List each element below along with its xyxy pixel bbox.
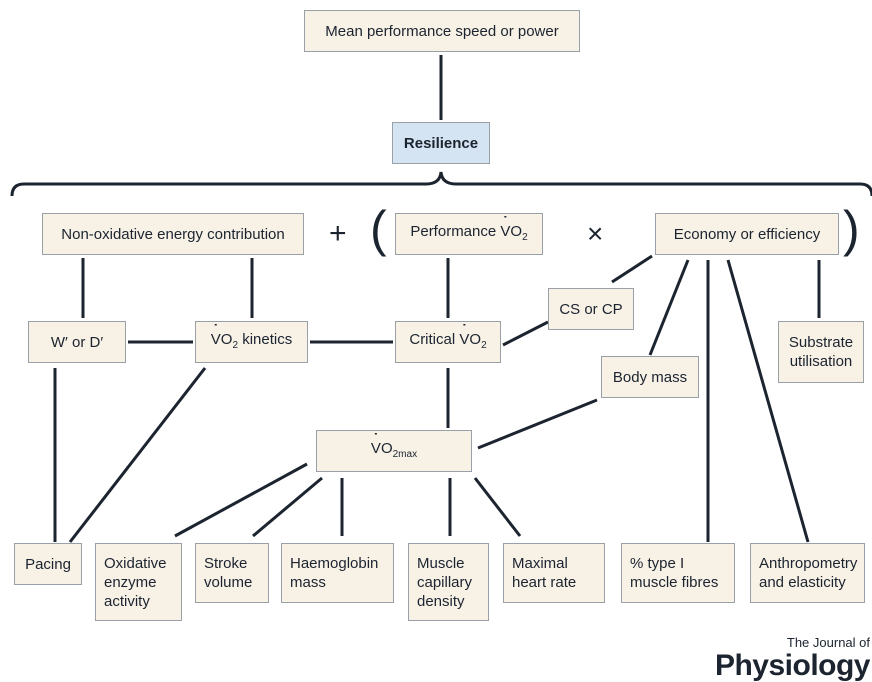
vo2-kinetics-sub: 2 bbox=[232, 339, 239, 351]
node-resilience-label: Resilience bbox=[403, 134, 479, 152]
node-mean-performance: Mean performance speed or power bbox=[304, 10, 580, 52]
node-cs-cp-label: CS or CP bbox=[559, 300, 623, 318]
node-economy-label: Economy or efficiency bbox=[673, 225, 821, 243]
resilience-brace bbox=[10, 171, 872, 197]
journal-logo: The Journal of Physiology bbox=[714, 635, 871, 682]
vo2max-sub: 2max bbox=[392, 448, 418, 460]
node-critical-vo2-label: Critical VO2 bbox=[409, 321, 487, 355]
critical-o: O bbox=[469, 330, 482, 348]
vo2-kinetics-o: O bbox=[220, 330, 233, 348]
performance-vo2-sub: 2 bbox=[522, 231, 528, 243]
node-cs-cp: CS or CP bbox=[548, 288, 634, 330]
critical-prefix: Critical bbox=[409, 330, 460, 348]
node-vo2-kinetics-label: VO2 kinetics bbox=[211, 321, 293, 355]
vo2-kinetics-suffix: kinetics bbox=[238, 330, 293, 348]
node-non-oxidative-label: Non-oxidative energy contribution bbox=[61, 225, 285, 243]
node-performance-vo2: Performance VO2 bbox=[395, 213, 543, 255]
open-paren: ( bbox=[370, 201, 387, 257]
edge-economy-bodymass bbox=[648, 259, 690, 356]
node-type1-fibres-label: % type I muscle fibres bbox=[630, 555, 719, 591]
node-mean-performance-label: Mean performance speed or power bbox=[325, 22, 559, 40]
times-operator: × bbox=[587, 218, 604, 249]
edge-cscp-critical bbox=[502, 320, 549, 347]
edge-vo2max-maxhr bbox=[473, 477, 522, 537]
performance-vo2-v: V bbox=[500, 213, 510, 241]
vo2max-o: O bbox=[380, 439, 393, 457]
node-non-oxidative: Non-oxidative energy contribution bbox=[42, 213, 304, 255]
node-resilience: Resilience bbox=[392, 122, 490, 164]
node-maximal-hr-label: Maximal heart rate bbox=[512, 555, 577, 591]
node-anthropometry-label: Anthropometry and elasticity bbox=[759, 555, 858, 591]
node-economy: Economy or efficiency bbox=[655, 213, 839, 255]
critical-v: V bbox=[459, 321, 469, 349]
edge-economy-cscp bbox=[611, 254, 653, 284]
performance-vo2-o: O bbox=[510, 222, 523, 240]
node-body-mass: Body mass bbox=[601, 356, 699, 398]
critical-sub: 2 bbox=[481, 339, 487, 351]
node-substrate-label: Substrate utilisation bbox=[788, 334, 854, 370]
node-body-mass-label: Body mass bbox=[612, 368, 688, 386]
edge-bodymass-vo2max bbox=[477, 398, 598, 450]
vo2max-v: V bbox=[371, 430, 381, 458]
node-w-prime-label: W′ or D′ bbox=[50, 333, 104, 351]
journal-logo-line2: Physiology bbox=[714, 649, 871, 682]
node-muscle-capillary: Muscle capillary density bbox=[408, 543, 489, 621]
edge-economy-anthropometry bbox=[726, 259, 810, 543]
node-anthropometry: Anthropometry and elasticity bbox=[750, 543, 865, 603]
edge-kinetics-pacing bbox=[68, 367, 207, 543]
journal-logo-line1: The Journal of bbox=[786, 635, 870, 650]
node-oxidative-enzyme: Oxidative enzyme activity bbox=[95, 543, 182, 621]
edge-vo2max-oxidative bbox=[174, 462, 308, 538]
node-pacing: Pacing bbox=[14, 543, 82, 585]
edge-vo2max-stroke bbox=[252, 476, 323, 538]
node-stroke-volume-label: Stroke volume bbox=[204, 555, 253, 591]
vo2-kinetics-v: V bbox=[211, 321, 221, 349]
node-maximal-hr: Maximal heart rate bbox=[503, 543, 605, 603]
node-vo2max: VO2max bbox=[316, 430, 472, 472]
node-w-prime: W′ or D′ bbox=[28, 321, 126, 363]
node-critical-vo2: Critical VO2 bbox=[395, 321, 501, 363]
node-haemoglobin-label: Haemoglobin mass bbox=[290, 555, 379, 591]
close-paren: ) bbox=[843, 201, 860, 257]
node-muscle-capillary-label: Muscle capillary density bbox=[417, 554, 473, 610]
node-stroke-volume: Stroke volume bbox=[195, 543, 269, 603]
node-vo2-kinetics: VO2 kinetics bbox=[195, 321, 308, 363]
plus-operator: + bbox=[329, 217, 347, 250]
node-haemoglobin: Haemoglobin mass bbox=[281, 543, 394, 603]
node-vo2max-label: VO2max bbox=[371, 430, 418, 464]
node-oxidative-enzyme-label: Oxidative enzyme activity bbox=[104, 554, 167, 610]
performance-vo2-prefix: Performance bbox=[410, 222, 501, 240]
node-pacing-label: Pacing bbox=[25, 555, 71, 573]
node-type1-fibres: % type I muscle fibres bbox=[621, 543, 735, 603]
node-performance-vo2-label: Performance VO2 bbox=[410, 213, 528, 247]
node-substrate: Substrate utilisation bbox=[778, 321, 864, 383]
